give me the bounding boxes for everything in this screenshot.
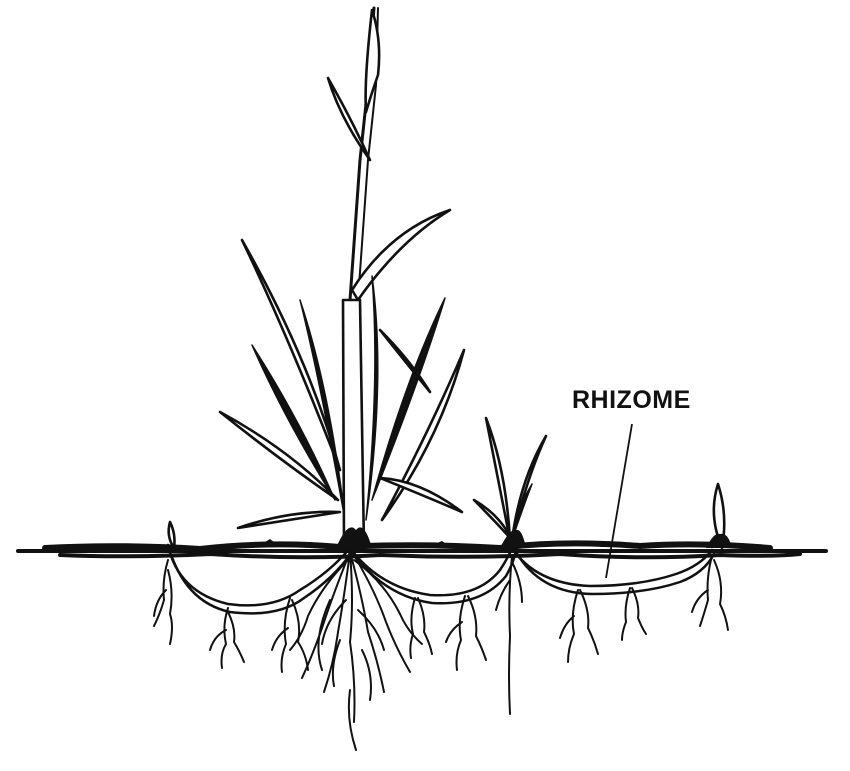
left-small-shoot <box>167 520 176 550</box>
rhizome-label-group: RHIZOME <box>572 386 691 579</box>
roots <box>153 551 729 751</box>
soil-surface <box>16 539 828 560</box>
rhizome-label: RHIZOME <box>572 386 691 414</box>
rhizome-leader-line <box>605 423 633 579</box>
right-small-shoot <box>706 482 732 550</box>
secondary-shoot <box>472 416 548 548</box>
rhizome-stem <box>166 543 716 615</box>
main-grass-plant <box>218 6 466 550</box>
